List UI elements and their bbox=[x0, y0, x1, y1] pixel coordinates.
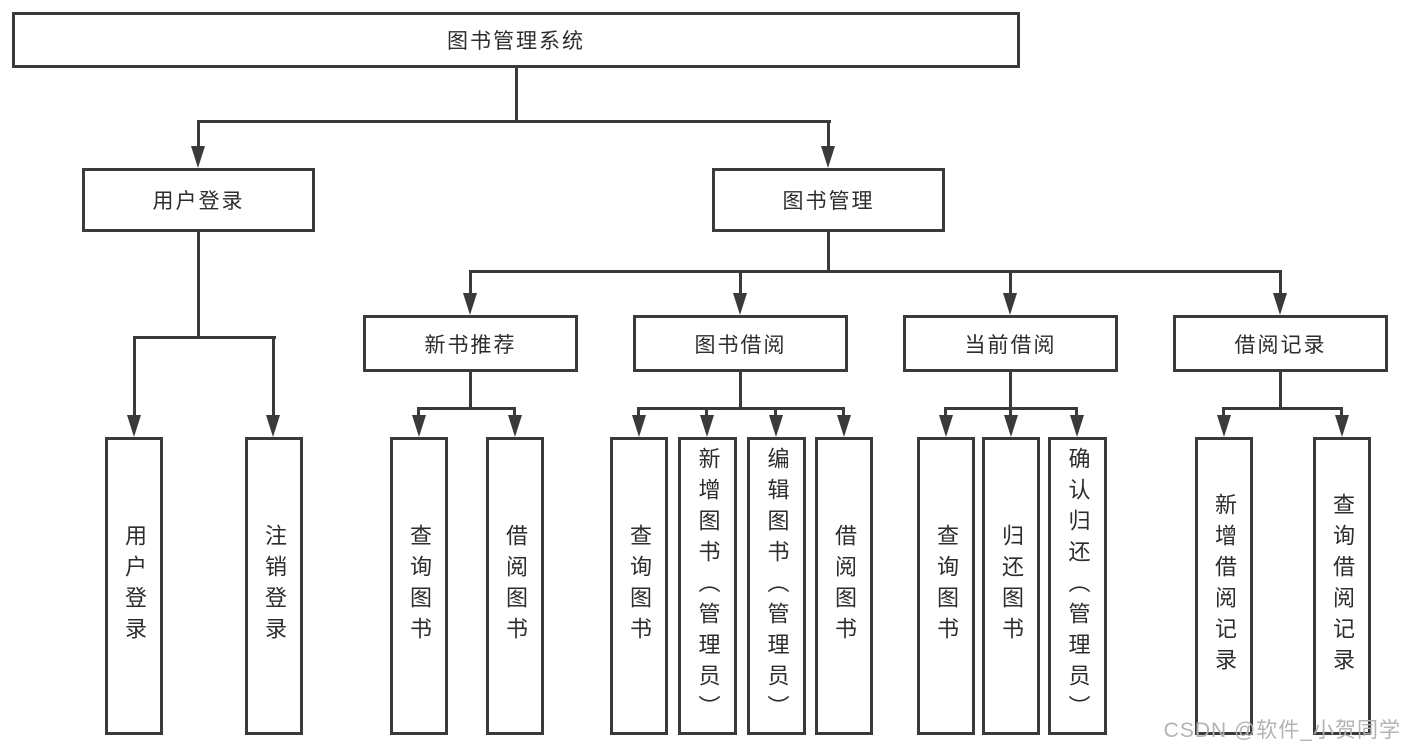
node-label: 归还图书 bbox=[999, 524, 1024, 648]
connector-drop bbox=[1340, 407, 1343, 417]
node-label: 借阅图书 bbox=[503, 524, 528, 648]
connector-user-login-bar bbox=[133, 336, 276, 339]
connector-book-borrow-stem bbox=[739, 372, 742, 409]
connector-drop-book-management bbox=[827, 120, 830, 147]
arrow-to-add-books bbox=[700, 415, 714, 437]
connector-borrow-records-bar bbox=[1222, 407, 1343, 410]
node-book-borrowing: 图书借阅 bbox=[633, 315, 848, 372]
arrow-to-leaf-logout bbox=[266, 415, 280, 437]
node-label: 新增图书（管理员） bbox=[695, 446, 721, 726]
connector-root-stem bbox=[515, 68, 518, 121]
leaf-logout: 注销登录 bbox=[245, 437, 303, 735]
connector-new-book-stem bbox=[469, 372, 472, 409]
connector-current-borrow-stem bbox=[1009, 372, 1012, 409]
arrow-to-edit-books bbox=[769, 415, 783, 437]
arrow-to-add-borrow-record bbox=[1217, 415, 1231, 437]
connector-new-book-bar bbox=[417, 407, 516, 410]
node-label: 确认归还（管理员） bbox=[1065, 446, 1091, 726]
leaf-return-books: 归还图书 bbox=[982, 437, 1040, 735]
node-new-book-recommend: 新书推荐 bbox=[363, 315, 578, 372]
node-current-borrowing: 当前借阅 bbox=[903, 315, 1118, 372]
leaf-edit-books-admin: 编辑图书（管理员） bbox=[747, 437, 806, 735]
connector-drop-leaf-user-login bbox=[133, 336, 136, 417]
arrow-to-borrow-records bbox=[1273, 293, 1287, 315]
arrow-to-book-management bbox=[821, 146, 835, 168]
leaf-add-borrow-record: 新增借阅记录 bbox=[1195, 437, 1253, 735]
connector-drop bbox=[637, 407, 640, 417]
node-user-login: 用户登录 bbox=[82, 168, 315, 232]
leaf-borrow-books-borrowing: 借阅图书 bbox=[815, 437, 873, 735]
csdn-watermark: CSDN @软件_小贺同学 bbox=[1163, 719, 1401, 742]
connector-drop bbox=[705, 407, 708, 417]
node-label: 用户登录 bbox=[122, 524, 147, 648]
node-label: 图书管理系统 bbox=[447, 30, 585, 53]
leaf-add-books-admin: 新增图书（管理员） bbox=[678, 437, 737, 735]
leaf-query-books-borrowing: 查询图书 bbox=[610, 437, 668, 735]
arrow-to-query-books-2 bbox=[632, 415, 646, 437]
node-label: 编辑图书（管理员） bbox=[764, 446, 790, 726]
connector-borrow-records-stem bbox=[1279, 372, 1282, 409]
arrow-to-borrow-books-2 bbox=[837, 415, 851, 437]
leaf-query-books-recommend: 查询图书 bbox=[390, 437, 448, 735]
connector-drop bbox=[1009, 407, 1012, 417]
connector-book-management-stem bbox=[827, 232, 830, 273]
connector-drop bbox=[944, 407, 947, 417]
connector-drop bbox=[842, 407, 845, 417]
node-label: 图书管理 bbox=[782, 190, 875, 213]
node-label: 查询图书 bbox=[934, 524, 959, 648]
connector-drop-borrow-records bbox=[1279, 270, 1282, 296]
node-label: 新书推荐 bbox=[424, 333, 517, 357]
node-label: 查询图书 bbox=[627, 524, 652, 648]
arrow-to-current-borrow bbox=[1003, 293, 1017, 315]
arrow-to-book-borrow bbox=[733, 293, 747, 315]
node-label: 图书借阅 bbox=[694, 333, 787, 357]
leaf-query-borrow-record: 查询借阅记录 bbox=[1313, 437, 1371, 735]
node-library-management-system: 图书管理系统 bbox=[12, 12, 1020, 68]
arrow-to-user-login bbox=[191, 146, 205, 168]
node-borrowing-records: 借阅记录 bbox=[1173, 315, 1388, 372]
leaf-confirm-return-admin: 确认归还（管理员） bbox=[1048, 437, 1107, 735]
leaf-user-login: 用户登录 bbox=[105, 437, 163, 735]
node-book-management: 图书管理 bbox=[712, 168, 945, 232]
connector-drop-current-borrow bbox=[1009, 270, 1012, 296]
connector-user-login-stem bbox=[197, 232, 200, 338]
leaf-query-books-current: 查询图书 bbox=[917, 437, 975, 735]
leaf-borrow-books-recommend: 借阅图书 bbox=[486, 437, 544, 735]
connector-root-bar bbox=[197, 120, 831, 123]
arrow-to-return-books bbox=[1004, 415, 1018, 437]
arrow-to-leaf-user-login bbox=[127, 415, 141, 437]
node-label: 借阅记录 bbox=[1234, 333, 1327, 357]
connector-drop-leaf-logout bbox=[272, 336, 275, 417]
node-label: 新增借阅记录 bbox=[1212, 493, 1237, 679]
connector-drop bbox=[417, 407, 420, 417]
connector-book-management-bar bbox=[469, 270, 1282, 273]
node-label: 当前借阅 bbox=[964, 333, 1057, 357]
connector-drop bbox=[774, 407, 777, 417]
connector-drop-book-borrow bbox=[739, 270, 742, 296]
connector-drop bbox=[513, 407, 516, 417]
arrow-to-new-book bbox=[463, 293, 477, 315]
connector-drop-new-book bbox=[469, 270, 472, 296]
node-label: 用户登录 bbox=[152, 190, 245, 213]
connector-drop-user-login bbox=[197, 120, 200, 147]
connector-drop bbox=[1075, 407, 1078, 417]
arrow-to-query-books-3 bbox=[939, 415, 953, 437]
node-label: 查询图书 bbox=[407, 524, 432, 648]
arrow-to-borrow-books-1 bbox=[508, 415, 522, 437]
connector-drop bbox=[1222, 407, 1225, 417]
node-label: 查询借阅记录 bbox=[1330, 493, 1355, 679]
node-label: 注销登录 bbox=[262, 524, 287, 648]
arrow-to-query-borrow-record bbox=[1335, 415, 1349, 437]
node-label: 借阅图书 bbox=[832, 524, 857, 648]
arrow-to-query-books-1 bbox=[412, 415, 426, 437]
connector-book-borrow-bar bbox=[637, 407, 845, 410]
arrow-to-confirm-return bbox=[1070, 415, 1084, 437]
